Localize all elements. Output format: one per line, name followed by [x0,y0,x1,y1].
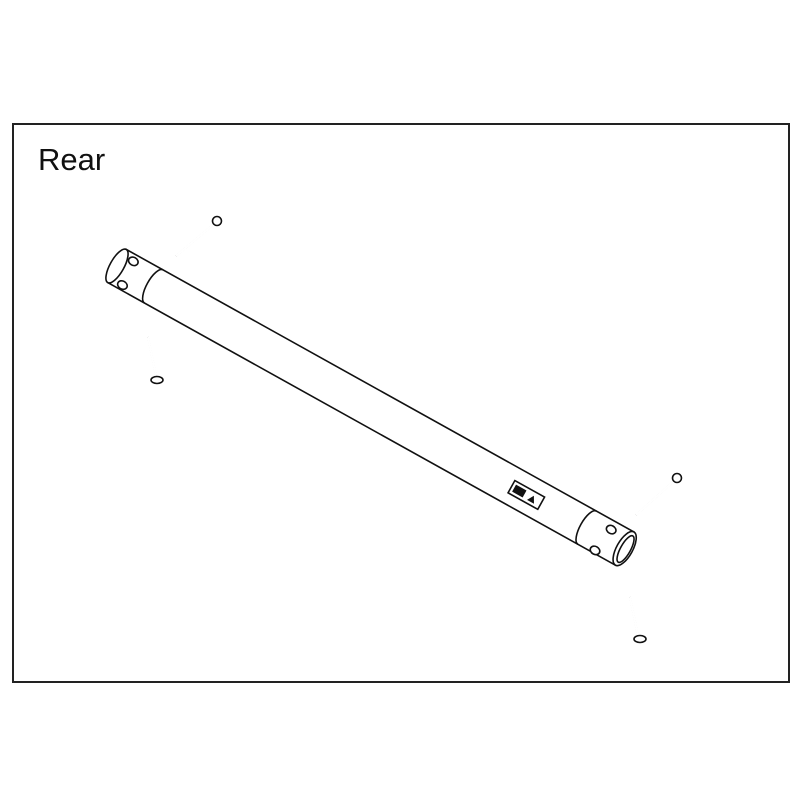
bolt-hole [127,256,139,267]
sleeve-right [575,509,597,545]
tube-open-end [612,530,638,567]
warning-label [506,479,546,511]
bolt-top-left [175,215,223,257]
bolt-hole [605,524,617,535]
bolt-hole [116,279,129,291]
bolt-bottom-right [628,596,647,644]
sleeve-left [141,268,164,304]
diagram-frame [12,123,790,683]
tube-closed-end [105,248,129,284]
diagram-title: Rear [38,142,106,177]
bolt-hole [589,545,601,556]
bolt-bottom-left [146,336,164,385]
tube [105,248,638,567]
bolt-top-right [635,472,683,516]
